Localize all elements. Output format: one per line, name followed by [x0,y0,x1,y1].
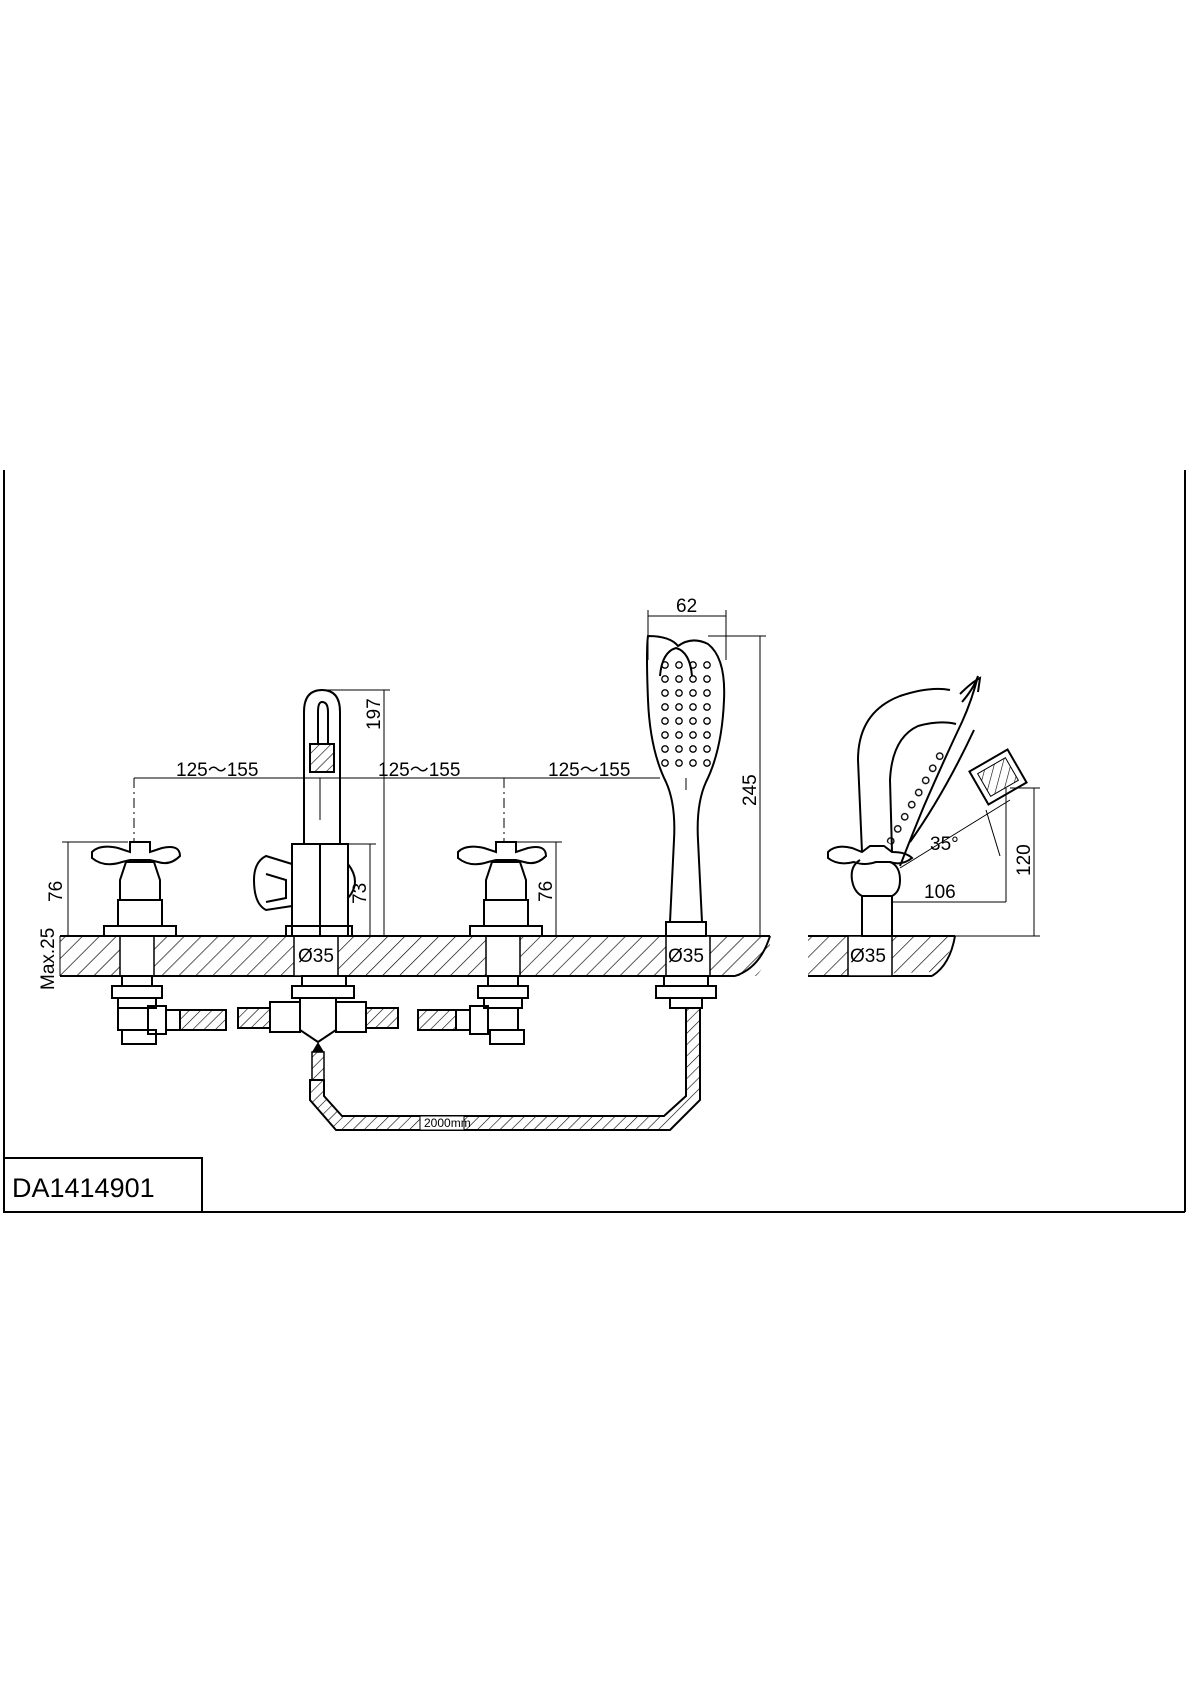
dim-spout-height: 197 [364,698,385,730]
dim-hose-length: 2000mm [424,1116,471,1130]
drawing-frame [3,470,1186,1213]
left-cross-handle-valve [91,841,227,1045]
dim-holder-reach: 106 [924,882,956,903]
spout-aerator [309,743,335,773]
shower-hose [309,1007,701,1131]
shower-spray-holes [660,660,716,770]
dim-holder-angle: 35° [930,834,959,855]
dim-holder-height: 120 [1014,844,1035,876]
dim-handle-height-right: 76 [536,881,557,902]
title-block [3,1157,203,1213]
dim-shower-width: 62 [676,596,697,617]
dim-hole-spout: Ø35 [298,946,334,967]
inlet-hose-center-right [365,1007,399,1029]
side-view-holder [827,675,1028,937]
flow-arrow-icon [312,1042,324,1052]
model-code: DA1414901 [12,1173,155,1203]
inlet-hose-right [417,1009,457,1031]
dim-shower-length: 245 [740,774,761,806]
inlet-hose-center-left [237,1007,271,1029]
dim-spacing-left: 125～155 [176,760,258,781]
right-cross-handle-valve [417,841,548,1045]
dim-spacing-mid: 125～155 [378,760,460,781]
dim-handle-height-left: 76 [46,881,67,902]
dim-deck-thickness: Max.25 [38,928,59,990]
dim-spout-body-height: 73 [350,883,371,904]
inlet-hose-left [179,1009,227,1031]
spout [237,688,399,1081]
dim-hole-shower: Ø35 [668,946,704,967]
dimension-lines [59,610,1040,976]
deck-section [60,935,956,977]
dimension-labels: 125～155 125～155 125～155 197 73 76 76 Max… [12,596,1035,1203]
dim-hole-side: Ø35 [850,946,886,967]
dim-spacing-right: 125～155 [548,760,630,781]
